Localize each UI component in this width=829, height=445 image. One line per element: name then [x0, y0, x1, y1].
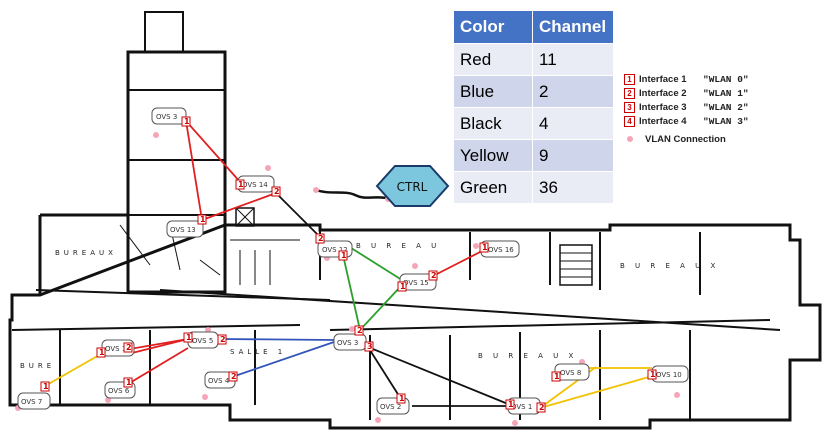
- svg-text:2: 2: [231, 372, 237, 381]
- room-label-bureaux-right: B U R E A U X: [620, 262, 719, 270]
- svg-text:1: 1: [508, 400, 514, 409]
- link-black: [367, 346, 402, 400]
- svg-text:OVS 12: OVS 12: [322, 246, 348, 254]
- svg-text:OVS 1: OVS 1: [105, 345, 126, 353]
- svg-text:2: 2: [431, 271, 437, 280]
- link-controller: [315, 188, 389, 200]
- ovs-node[interactable]: OVS 7: [17, 392, 51, 410]
- legend-vlan-connection: VLAN Connection: [624, 132, 749, 146]
- svg-text:2: 2: [318, 234, 324, 243]
- svg-text:1: 1: [126, 378, 132, 387]
- room-label-salle: SALLE 1: [230, 348, 286, 356]
- table-header-channel: Channel: [532, 10, 614, 44]
- link-green: [342, 254, 361, 331]
- svg-text:1: 1: [238, 180, 244, 189]
- ovs-node[interactable]: OVS 13: [166, 220, 204, 238]
- ovs-node[interactable]: OVS 15: [399, 273, 437, 291]
- room-label-bureau-mid: B U R E A U: [356, 242, 440, 250]
- room-label-bureaux-left: BUREAUX: [55, 249, 117, 257]
- svg-text:1: 1: [200, 215, 206, 224]
- svg-text:OVS 15: OVS 15: [403, 279, 429, 287]
- vlan-dot-icon: [627, 136, 633, 142]
- svg-text:OVS 10: OVS 10: [656, 371, 682, 379]
- link-red: [185, 120, 203, 221]
- link-red: [127, 347, 189, 385]
- svg-text:2: 2: [274, 187, 280, 196]
- svg-text:1: 1: [399, 394, 405, 403]
- svg-text:1: 1: [482, 243, 488, 252]
- svg-text:2: 2: [357, 326, 363, 335]
- link-blue: [221, 338, 335, 341]
- svg-text:OVS 8: OVS 8: [560, 369, 581, 377]
- link-black: [367, 346, 509, 405]
- svg-text:OVS 13: OVS 13: [170, 226, 196, 234]
- svg-text:1: 1: [186, 333, 192, 342]
- link-black: [275, 192, 321, 238]
- svg-text:2: 2: [220, 335, 226, 344]
- link-yellow: [44, 353, 102, 387]
- svg-text:OVS 6: OVS 6: [108, 387, 130, 395]
- ovs-node[interactable]: OVS 3: [333, 333, 367, 351]
- svg-text:OVS 3: OVS 3: [337, 339, 358, 347]
- link-red: [432, 249, 485, 277]
- svg-text:2: 2: [126, 343, 132, 352]
- svg-text:1: 1: [341, 251, 347, 260]
- svg-text:1: 1: [650, 370, 656, 379]
- svg-text:1: 1: [400, 282, 406, 291]
- room-label-bureaux-bottom: B U R E A U X: [478, 352, 577, 360]
- ovs-node[interactable]: OVS 3: [151, 107, 187, 125]
- link-green: [347, 245, 403, 281]
- svg-text:OVS 4: OVS 4: [208, 377, 230, 385]
- svg-text:OVS 3: OVS 3: [156, 113, 177, 121]
- link-red: [127, 338, 189, 355]
- svg-text:2: 2: [539, 403, 545, 412]
- svg-text:1: 1: [99, 348, 105, 357]
- link-red: [201, 192, 277, 221]
- ovs-node[interactable]: OVS 10: [651, 365, 689, 383]
- svg-text:OVS 14: OVS 14: [242, 181, 268, 189]
- svg-text:1: 1: [43, 382, 49, 391]
- svg-text:OVS 1: OVS 1: [511, 403, 532, 411]
- link-red: [185, 120, 242, 184]
- svg-text:OVS 5: OVS 5: [192, 337, 213, 345]
- ovs-nodes: OVS 3 OVS 14 OVS 13 OVS 12 OVS 15 OVS 16…: [17, 107, 689, 415]
- link-green: [359, 284, 403, 331]
- svg-text:1: 1: [184, 117, 190, 126]
- controller-label: CTRL: [397, 180, 428, 194]
- svg-text:OVS 7: OVS 7: [21, 398, 42, 406]
- table-header-color: Color: [453, 10, 533, 44]
- svg-text:1: 1: [554, 372, 560, 381]
- svg-text:3: 3: [367, 342, 373, 351]
- link-blue: [231, 341, 335, 378]
- room-label-bureaux-bottom-left: BURE: [20, 362, 55, 370]
- controller-node[interactable]: CTRL: [375, 165, 450, 207]
- svg-text:OVS 2: OVS 2: [380, 403, 401, 411]
- link-yellow: [539, 374, 657, 409]
- svg-text:OVS 16: OVS 16: [488, 246, 514, 254]
- interface-markers: 1 1 2 1 2 1 2 1 1 2 3 1 2 2 2 1 1 1 1 1 …: [40, 116, 657, 413]
